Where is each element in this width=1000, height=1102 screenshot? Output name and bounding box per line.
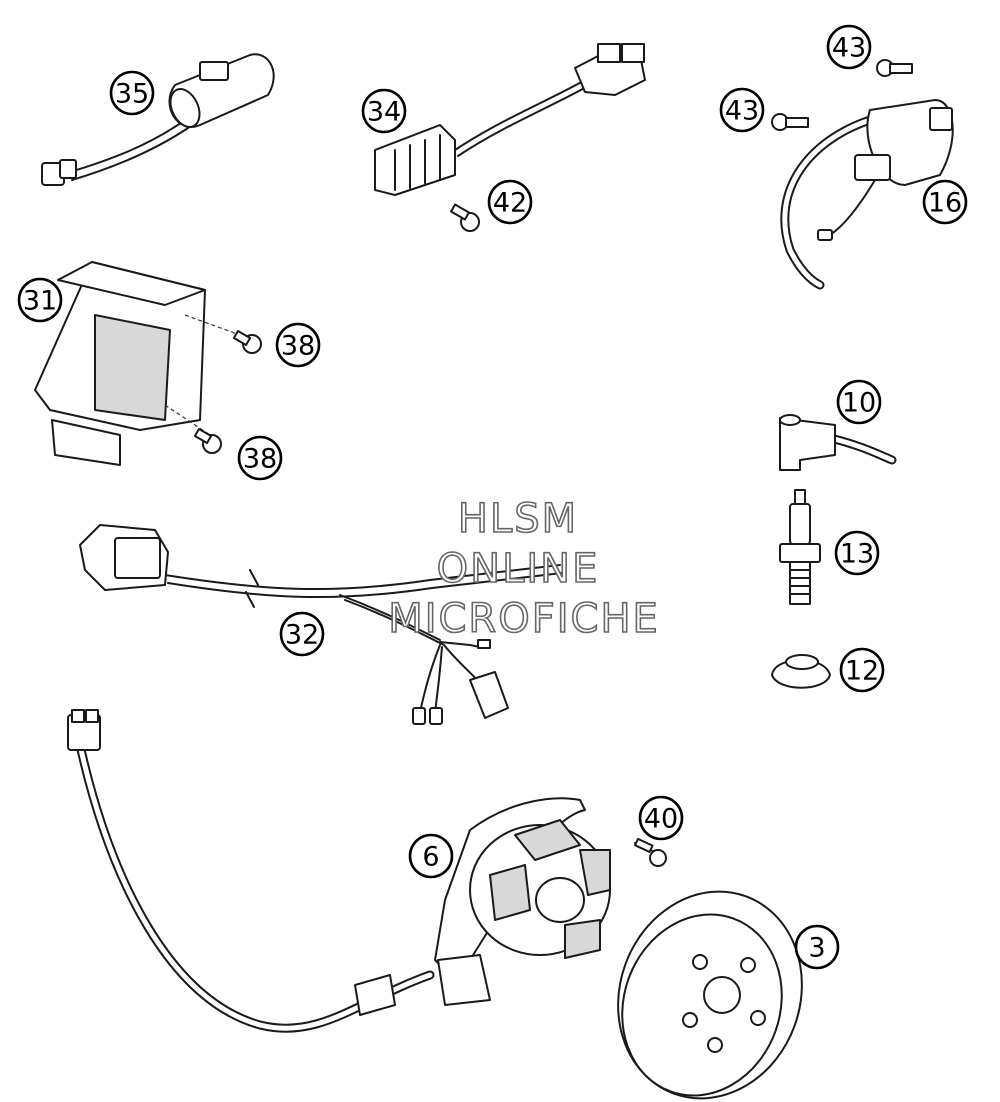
callout-16-label: 16 <box>928 188 962 219</box>
callout-32-label: 32 <box>285 620 319 651</box>
callout-42: 42 <box>487 179 533 225</box>
watermark-line-2: ONLINE <box>437 546 600 592</box>
callout-31: 31 <box>17 277 63 323</box>
part-16-ignition-coil <box>780 99 954 290</box>
watermark-line-1: HLSM <box>458 496 578 542</box>
callout-16: 16 <box>922 179 968 225</box>
watermark: HLSM ONLINE MICROFICHE <box>387 495 660 643</box>
part-10-spark-plug-cap <box>779 414 897 471</box>
watermark-line-3: MICROFICHE <box>388 596 660 642</box>
callout-10: 10 <box>836 379 882 425</box>
part-42-screw <box>450 203 480 232</box>
part-40-screw <box>634 837 667 867</box>
part-38-screw-lower <box>193 428 222 454</box>
callout-13: 13 <box>834 530 880 576</box>
callout-38-lower-label: 38 <box>243 444 277 475</box>
callout-6: 6 <box>408 833 454 879</box>
callout-31-label: 31 <box>23 286 57 317</box>
callout-40: 40 <box>638 795 684 841</box>
part-34-voltage-regulator <box>374 43 646 196</box>
part-6-stator <box>67 709 611 1033</box>
callout-43-upper: 43 <box>826 24 872 70</box>
callout-38-upper-label: 38 <box>281 331 315 362</box>
callout-10-label: 10 <box>842 388 876 419</box>
callout-3-label: 3 <box>808 933 825 964</box>
callout-43-lower-label: 43 <box>725 96 759 127</box>
part-35-capacitor <box>41 53 275 186</box>
part-32-wiring-harness <box>79 524 563 725</box>
callout-12: 12 <box>839 647 885 693</box>
callout-6-label: 6 <box>422 842 439 873</box>
callout-13-label: 13 <box>840 539 874 570</box>
callout-38-upper: 38 <box>275 322 321 368</box>
part-38-screw-upper <box>232 330 262 354</box>
callout-3: 3 <box>794 924 840 970</box>
part-43-screw-lower <box>771 113 809 131</box>
callout-42-label: 42 <box>493 188 527 219</box>
callout-32: 32 <box>279 611 325 657</box>
callout-40-label: 40 <box>644 804 678 835</box>
callout-38-lower: 38 <box>237 435 283 481</box>
callout-43-lower: 43 <box>719 87 765 133</box>
part-43-screw-upper <box>876 59 913 77</box>
part-3-flywheel <box>617 890 803 1100</box>
callout-43-upper-label: 43 <box>832 33 866 64</box>
callout-34: 34 <box>361 88 407 134</box>
part-13-spark-plug <box>779 489 821 605</box>
callout-35-label: 35 <box>115 79 149 110</box>
callout-34-label: 34 <box>367 97 401 128</box>
callout-12-label: 12 <box>845 656 879 687</box>
callout-35: 35 <box>109 70 155 116</box>
part-12-grommet <box>771 654 831 689</box>
part-31-cdi-unit <box>34 261 241 466</box>
